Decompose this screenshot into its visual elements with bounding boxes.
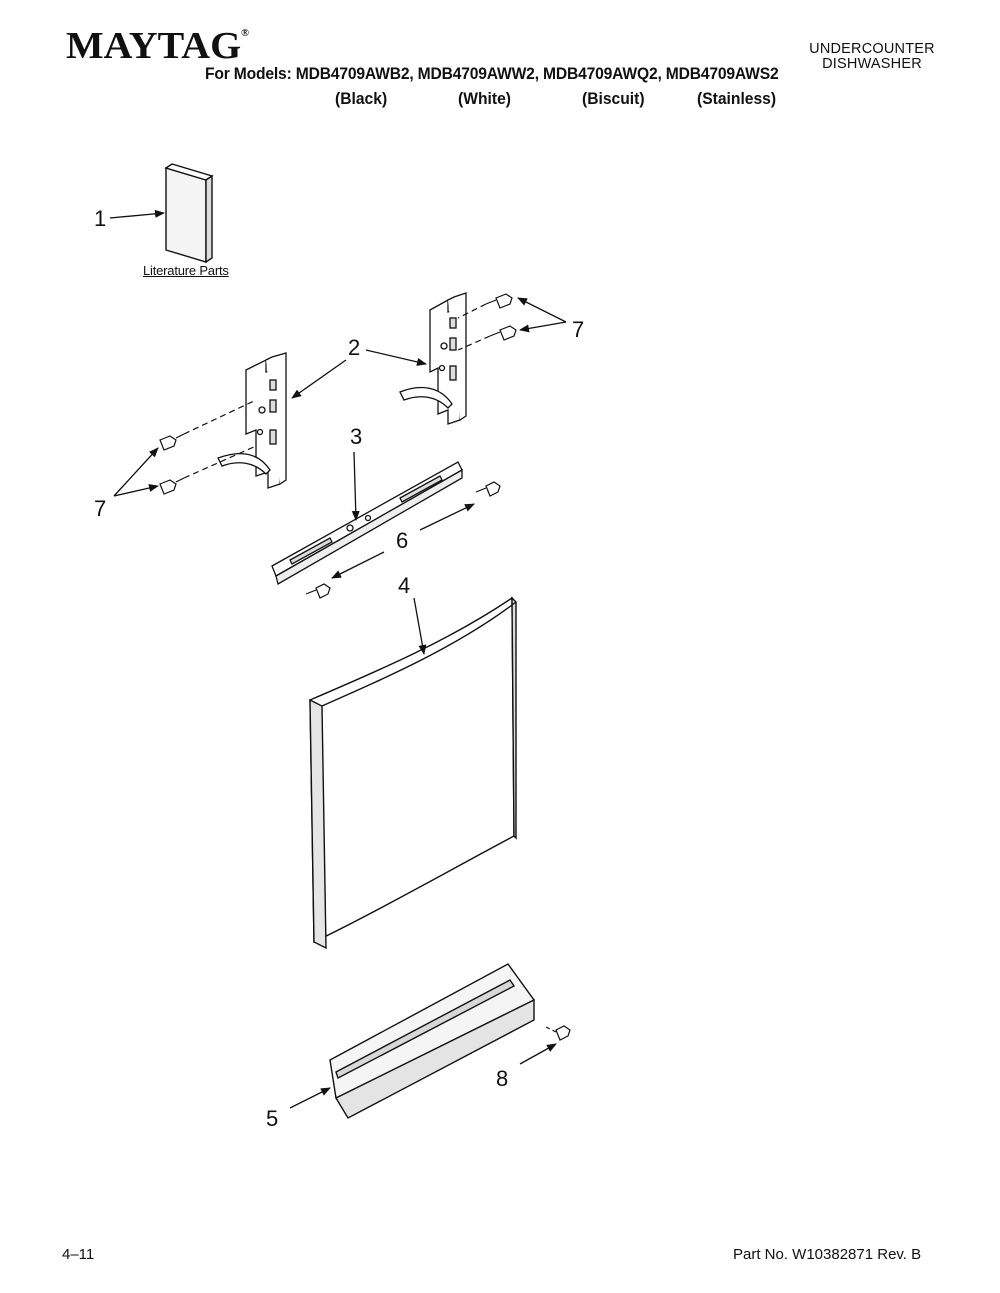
toe-panel [329, 963, 536, 1119]
leader-1 [109, 209, 165, 219]
leader-5 [289, 1087, 331, 1109]
callout-6: 6 [396, 528, 409, 553]
leader-6-left [331, 551, 385, 579]
callout-3: 3 [350, 424, 363, 449]
callout-5: 5 [266, 1106, 279, 1131]
callout-2: 2 [348, 335, 361, 360]
literature-parts-label: Literature Parts [143, 263, 229, 278]
left-hinge-bracket [217, 352, 287, 489]
leader-2-right [365, 349, 427, 366]
callout-4: 4 [398, 573, 411, 598]
leader-6-right [419, 503, 475, 531]
callout-7-left: 7 [94, 496, 107, 521]
callout-1: 1 [94, 206, 107, 231]
door-panel [309, 596, 517, 950]
color-biscuit: (Biscuit) [582, 89, 645, 108]
leader-3 [351, 451, 360, 521]
right-hinge-bracket [399, 292, 467, 425]
literature-booklet [164, 163, 214, 264]
leader-7b-upper [113, 447, 159, 497]
product-type-line1: UNDERCOUNTER [809, 41, 935, 57]
color-black: (Black) [335, 89, 388, 108]
models-line: For Models: MDB4709AWB2, MDB4709AWW2, MD… [205, 64, 779, 83]
color-white: (White) [458, 89, 511, 108]
page-number: 4–11 [62, 1246, 95, 1263]
leader-7b-lower [113, 484, 159, 497]
part-number: Part No. W10382871 Rev. B [733, 1246, 922, 1263]
callout-7-right: 7 [572, 317, 585, 342]
bracket-screws [305, 481, 501, 599]
leader-7a-upper [517, 297, 567, 323]
mounting-bracket [271, 461, 463, 585]
brand-name: MAYTAG [66, 25, 242, 67]
brand-logo: MAYTAG® [66, 24, 249, 68]
hinge-screws-right [457, 293, 517, 351]
color-stainless: (Stainless) [697, 89, 777, 108]
leader-8 [519, 1043, 557, 1065]
leader-4 [413, 597, 427, 655]
callout-8: 8 [496, 1066, 509, 1091]
product-type: UNDERCOUNTER DISHWASHER [802, 42, 942, 72]
trademark-symbol: ® [241, 28, 249, 39]
product-type-line2: DISHWASHER [822, 56, 922, 72]
leader-2-left [291, 359, 347, 399]
toe-panel-screw [543, 1025, 571, 1041]
hinge-screws-left [159, 399, 257, 495]
leader-7a-lower [519, 321, 567, 333]
